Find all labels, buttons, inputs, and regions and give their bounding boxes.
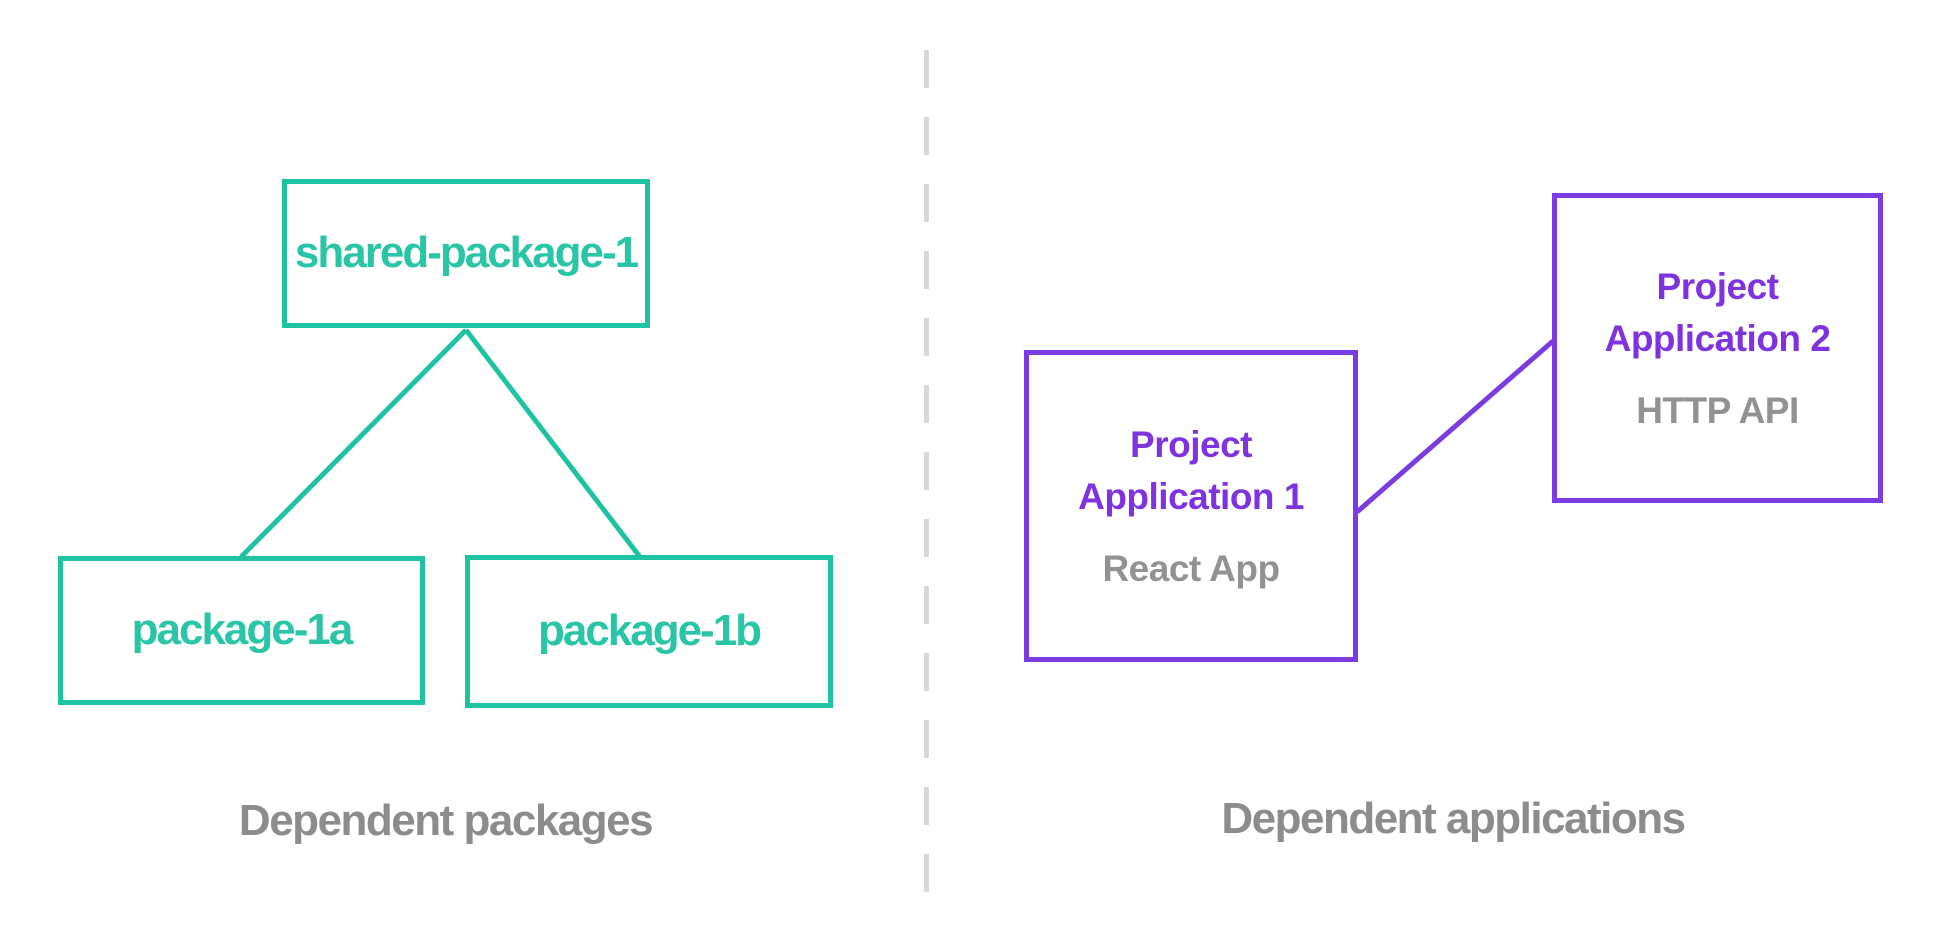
app-title-line2: Application 1: [1078, 476, 1304, 517]
node-label: package-1b: [537, 606, 762, 656]
app-subtitle: React App: [1102, 548, 1280, 589]
node-label: shared-package-1: [294, 228, 639, 278]
node-package-1b: package-1b: [465, 555, 833, 708]
package-edge-left: [239, 328, 468, 559]
node-package-1a: package-1a: [58, 556, 425, 705]
node-label: package-1a: [131, 605, 354, 655]
application-edge: [1355, 339, 1555, 514]
node-project-application-2: Project Application 2 HTTP API: [1552, 193, 1883, 503]
right-section-caption: Dependent applications: [1221, 794, 1686, 843]
left-section-caption: Dependent packages: [238, 796, 654, 845]
node-shared-package-1: shared-package-1: [282, 179, 650, 328]
node-project-application-1: Project Application 1 React App: [1024, 350, 1358, 662]
section-divider-dashed-line: [924, 50, 929, 901]
app-subtitle: HTTP API: [1636, 390, 1799, 431]
package-edge-right: [464, 328, 642, 559]
app-title-line1: Project: [1656, 266, 1779, 307]
app-title-line1: Project: [1130, 424, 1252, 465]
app-title-line2: Application 2: [1604, 318, 1831, 359]
